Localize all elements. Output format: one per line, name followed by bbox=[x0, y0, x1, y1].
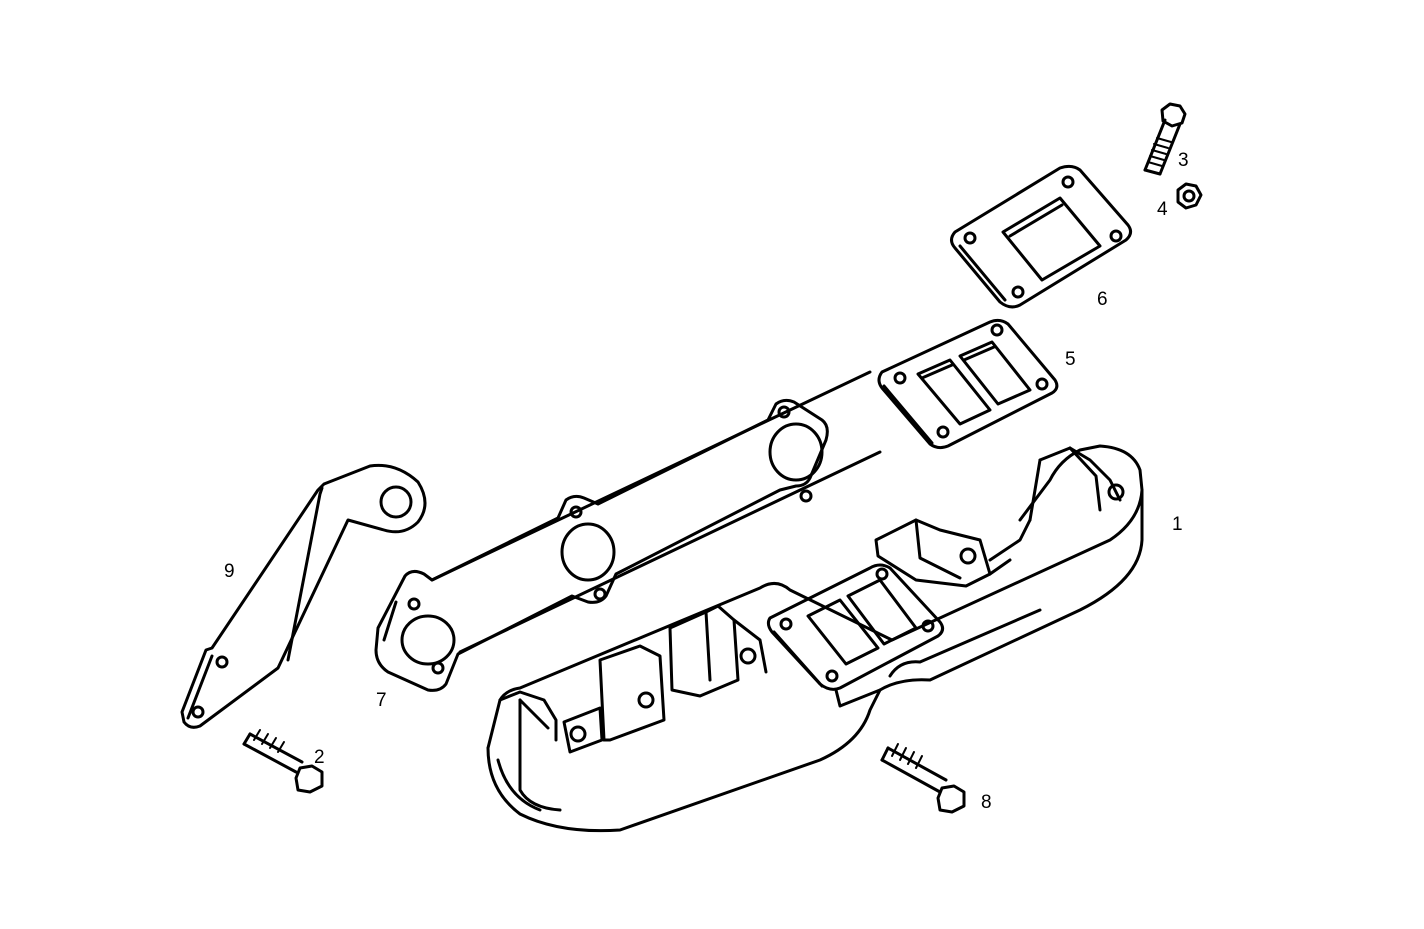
part-7-manifold-gasket bbox=[374, 370, 882, 692]
callout-7: 7 bbox=[376, 690, 387, 711]
callout-5: 5 bbox=[1065, 349, 1076, 370]
callout-1: 1 bbox=[1172, 514, 1183, 535]
callout-9: 9 bbox=[224, 561, 235, 582]
part-5-gasket bbox=[877, 318, 1059, 450]
callout-8: 8 bbox=[981, 792, 992, 813]
part-1-exhaust-manifold bbox=[486, 444, 1144, 833]
callout-2: 2 bbox=[314, 747, 325, 768]
callout-4: 4 bbox=[1157, 199, 1168, 220]
part-8-bolt bbox=[880, 743, 966, 814]
callout-3: 3 bbox=[1178, 150, 1189, 171]
part-2-bolt bbox=[242, 729, 324, 794]
part-4-nut bbox=[1176, 182, 1203, 210]
part-9-bracket bbox=[180, 463, 427, 729]
part-3-bolt bbox=[1143, 102, 1187, 176]
callout-6: 6 bbox=[1097, 289, 1108, 310]
part-6-flange-plate bbox=[950, 164, 1133, 309]
